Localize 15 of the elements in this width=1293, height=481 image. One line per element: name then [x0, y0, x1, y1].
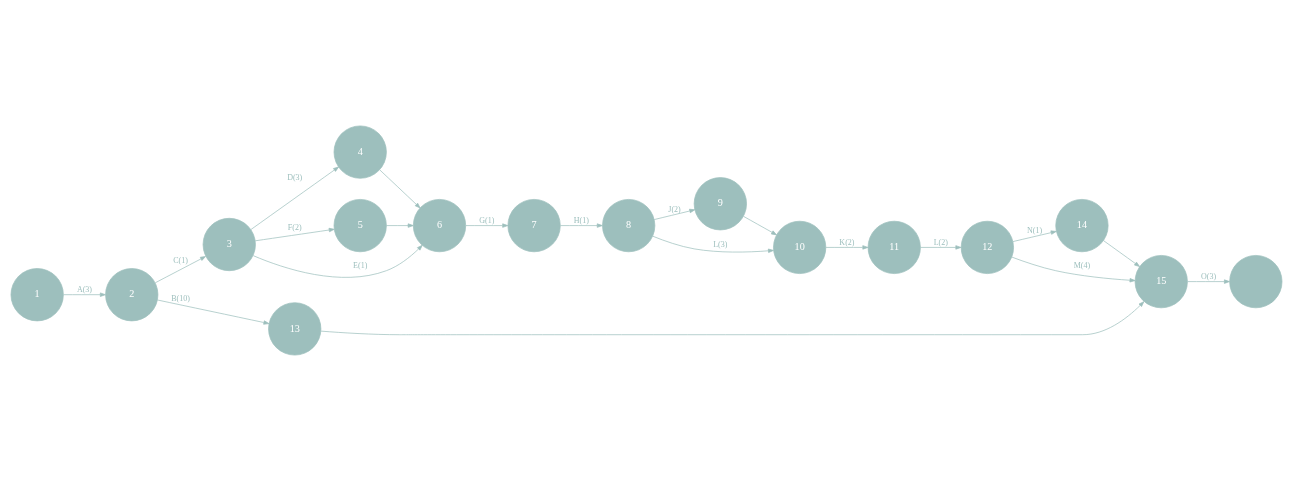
edge-label: H(1): [573, 216, 589, 226]
edge-label: F(2): [287, 222, 302, 232]
edge-label: L(2): [933, 238, 948, 248]
edge-label: E(1): [353, 261, 368, 271]
edge-label: L(3): [713, 239, 728, 249]
edge-label: B(10): [171, 294, 190, 304]
edge-label: C(1): [173, 256, 188, 266]
edge-label: G(1): [479, 216, 495, 226]
edge-label: J(2): [668, 204, 681, 214]
edge-label: K(2): [839, 238, 855, 248]
edge-label: D(3): [287, 173, 303, 183]
edge-label: N(1): [1027, 226, 1043, 236]
edge-label: A(3): [76, 285, 93, 295]
edge-label: O(3): [1200, 272, 1217, 282]
edge-label: M(4): [1073, 261, 1091, 271]
